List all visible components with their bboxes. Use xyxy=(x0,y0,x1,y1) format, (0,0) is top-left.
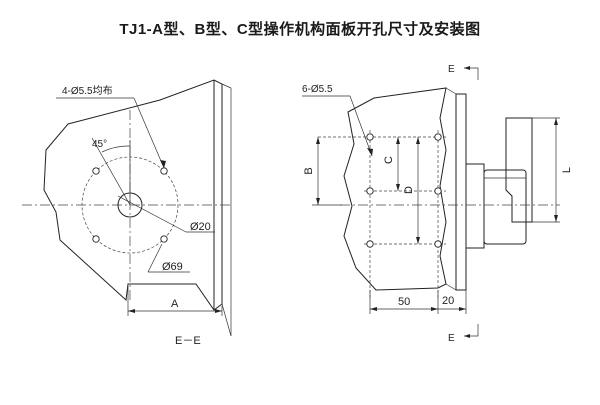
right-dim-20-arrow xyxy=(459,307,466,311)
right-dim-l-label: L xyxy=(561,167,573,173)
left-pcd-label: Ø69 xyxy=(162,261,183,273)
left-angle-label: 45° xyxy=(92,139,107,150)
right-dim-d-label: D xyxy=(403,186,415,194)
left-dim-a-arrow-left xyxy=(128,309,135,313)
left-angle-arc xyxy=(101,145,131,153)
right-dim-20-label: 20 xyxy=(442,295,454,307)
left-holes-leader-arrow xyxy=(160,160,166,168)
left-inner-dia-leader xyxy=(117,195,187,233)
right-holes-label: 6-Ø5.5 xyxy=(302,84,333,95)
left-bolt-hole xyxy=(92,235,100,243)
left-plate-bottom-return xyxy=(221,303,232,337)
left-inner-dia-label: Ø20 xyxy=(190,221,211,233)
right-mounting-plate xyxy=(455,93,467,291)
right-dim-l-arrow-top xyxy=(554,118,558,125)
right-dim-d-arrow-bottom xyxy=(416,237,420,244)
left-bolt-hole xyxy=(160,167,168,175)
right-holes-leader xyxy=(349,95,373,157)
right-dim-50-arrow-right xyxy=(431,307,438,311)
drawing-title: TJ1-A型、B型、C型操作机构面板开孔尺寸及安装图 xyxy=(119,21,481,38)
right-dim-d-arrow-top xyxy=(416,137,420,144)
right-mount-holes xyxy=(366,133,442,248)
right-section-marker-bottom xyxy=(464,324,479,337)
right-mount-hole xyxy=(434,240,442,248)
right-mechanism-body xyxy=(483,169,527,245)
left-view: 45° 4-Ø5.5均布 Ø20 Ø69 A E－E xyxy=(22,79,232,347)
right-mount-hole xyxy=(366,240,374,248)
left-holes-label: 4-Ø5.5均布 xyxy=(62,85,113,97)
right-dim-c-arrow-top xyxy=(396,137,400,144)
right-dim-c-arrow-bottom xyxy=(396,184,400,191)
left-pcd-leader xyxy=(147,243,163,273)
left-bracket-outline xyxy=(43,79,223,311)
right-plate-top-link xyxy=(445,87,457,95)
right-dim-c-label: C xyxy=(383,156,395,164)
right-dim-b-arrow-top xyxy=(316,137,320,144)
left-angle-ray-a xyxy=(91,137,131,206)
right-dim-l-arrow-bottom xyxy=(554,215,558,222)
right-section-arrow-top xyxy=(464,66,470,70)
right-section-arrow-bottom xyxy=(464,334,470,338)
left-bolt-holes xyxy=(92,167,168,243)
right-mount-hole xyxy=(434,133,442,141)
right-plate-bottom-link xyxy=(445,283,457,291)
right-mechanism-base xyxy=(465,163,485,249)
right-section-label-bottom: E xyxy=(448,333,455,344)
left-bolt-hole xyxy=(160,235,168,243)
left-dim-a-label: A xyxy=(171,298,179,310)
right-section-label-top: E xyxy=(448,64,455,75)
right-dim-b-label: B xyxy=(303,167,315,174)
right-mount-hole xyxy=(434,187,442,195)
right-dim-50-arrow-left xyxy=(370,307,377,311)
right-view: 6-Ø5.5 B C D L xyxy=(302,64,573,344)
right-holes-leader-arrow xyxy=(367,148,373,156)
right-mount-hole xyxy=(366,187,374,195)
left-holes-leader xyxy=(133,97,165,169)
left-bolt-hole xyxy=(92,167,100,175)
left-dim-a-arrow-right xyxy=(215,309,222,313)
left-plate-top-return xyxy=(221,83,232,89)
right-section-marker-top xyxy=(464,67,479,80)
right-mount-hole xyxy=(366,133,374,141)
left-view-label: E－E xyxy=(175,335,201,347)
right-dim-50-label: 50 xyxy=(398,296,410,308)
right-panel-outline xyxy=(343,87,447,291)
right-dim-b-arrow-bottom xyxy=(316,198,320,205)
